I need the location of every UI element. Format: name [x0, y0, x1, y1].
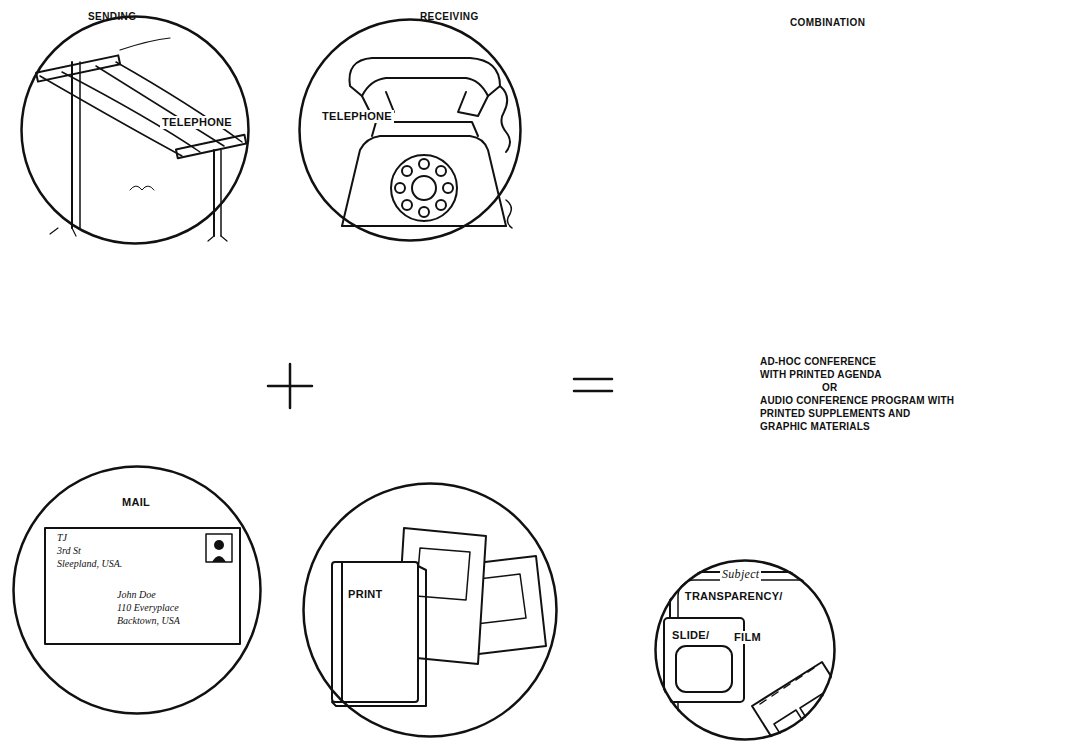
column-heading: SENDING [88, 10, 136, 23]
recipient-address: 110 Everyplace [116, 601, 180, 614]
combination-text: AUDIO CONFERENCE PROGRAM WITH PRINTED SU… [760, 394, 955, 433]
circle-outline [20, 15, 250, 245]
circle-outline [302, 482, 558, 738]
circle-outline [654, 559, 836, 741]
media-circle: SubjectTRANSPARENCY/SLIDE/FILM [654, 559, 836, 741]
node-label: FILM [732, 631, 763, 644]
return-address: TJ [56, 531, 68, 544]
node-label: TELEPHONE [320, 110, 394, 123]
envelope-drawing [45, 528, 240, 644]
transparency-slide-film-drawing [664, 572, 860, 747]
telephone-circle: TELEPHONE [20, 15, 250, 245]
combination-text: OR [822, 381, 837, 394]
plus-sign [268, 364, 312, 408]
combination-text: AD-HOC CONFERENCE WITH PRINTED AGENDA [760, 355, 892, 381]
node-label: PRINT [346, 588, 385, 601]
column-heading: COMBINATION [790, 16, 865, 29]
node-label: Subject [720, 567, 761, 581]
rotary-phone-drawing [342, 58, 512, 228]
equals-sign [574, 379, 612, 391]
circle-outline [298, 18, 522, 242]
recipient-address: Backtown, USA [116, 614, 181, 627]
node-label: SLIDE/ [670, 629, 711, 642]
column-heading: RECEIVING [420, 10, 479, 23]
print-drawing [332, 528, 546, 706]
print-circle: PRINT [302, 482, 558, 738]
return-address: Sleepland, USA. [56, 557, 123, 570]
node-label: TRANSPARENCY/ [683, 590, 785, 603]
node-label: TELEPHONE [160, 116, 234, 129]
node-label: MAIL [120, 496, 152, 509]
telephone-circle: TELEPHONE [298, 18, 522, 242]
return-address: 3rd St [56, 544, 82, 557]
recipient-address: John Doe [116, 588, 157, 601]
